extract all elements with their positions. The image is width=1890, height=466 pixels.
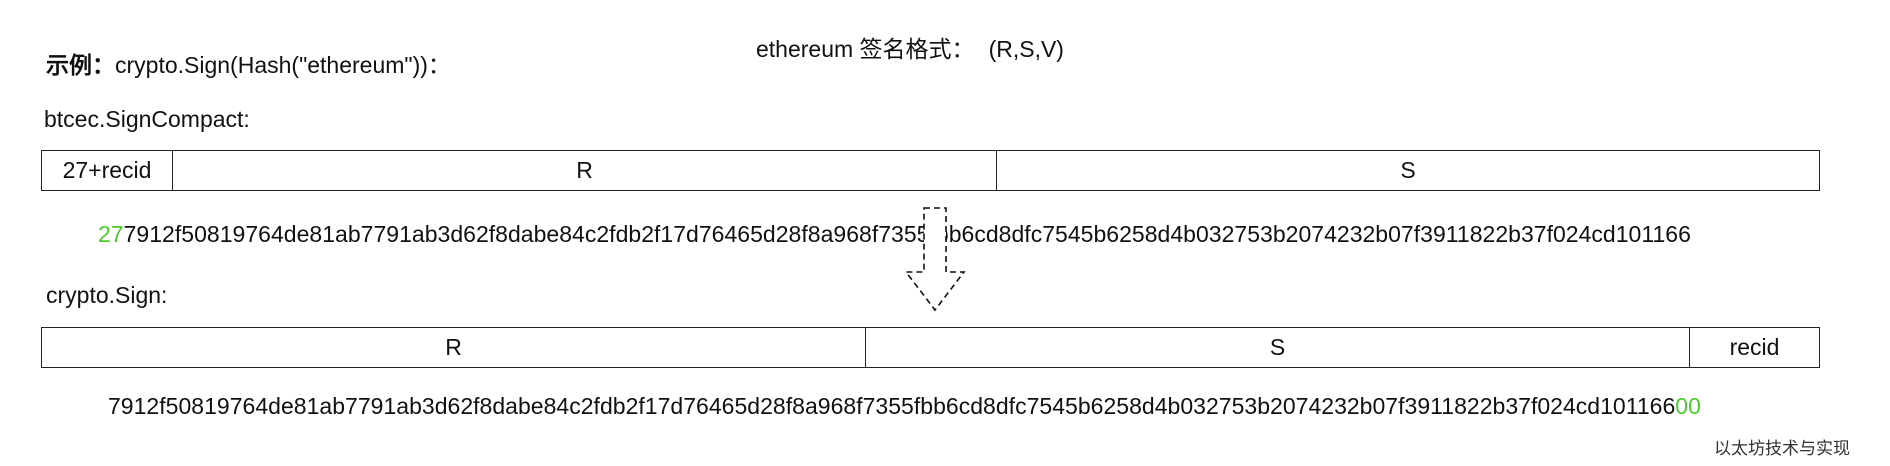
sign-layout-bar: R S recid xyxy=(41,327,1820,368)
sign-signature-hex: 7912f50819764de81ab7791ab3d62f8dabe84c2f… xyxy=(108,391,1701,421)
sign-hex-suffix: 00 xyxy=(1675,393,1701,419)
sign-segment-r: R xyxy=(42,328,866,367)
format-title: ethereum 签名格式： (R,S,V) xyxy=(756,34,1064,64)
watermark: 以太坊技术与实现 xyxy=(1714,439,1850,459)
example-title: 示例：crypto.Sign(Hash("ethereum"))： xyxy=(46,50,451,80)
compact-segment-r: R xyxy=(173,151,997,190)
sign-segment-s: S xyxy=(866,328,1690,367)
compact-signature-hex: 277912f50819764de81ab7791ab3d62f8dabe84c… xyxy=(98,219,1691,249)
format-label: ethereum 签名格式： xyxy=(756,36,975,62)
example-prefix: 示例： xyxy=(46,52,115,78)
compact-hex-prefix: 27 xyxy=(98,221,124,247)
compact-segment-recid: 27+recid xyxy=(42,151,173,190)
sign-section-label: crypto.Sign: xyxy=(46,282,168,308)
compact-section-label: btcec.SignCompact: xyxy=(44,106,250,132)
sign-hex-body: 7912f50819764de81ab7791ab3d62f8dabe84c2f… xyxy=(108,393,1676,419)
compact-hex-body: 7912f50819764de81ab7791ab3d62f8dabe84c2f… xyxy=(123,221,1691,247)
example-call: crypto.Sign(Hash("ethereum"))： xyxy=(115,52,451,78)
dashed-down-arrow-icon xyxy=(904,207,966,312)
compact-segment-s: S xyxy=(1400,157,1416,183)
compact-layout-bar: 27+recid R S xyxy=(41,150,1820,191)
format-value: (R,S,V) xyxy=(988,36,1064,62)
sign-segment-recid: recid xyxy=(1729,334,1780,360)
